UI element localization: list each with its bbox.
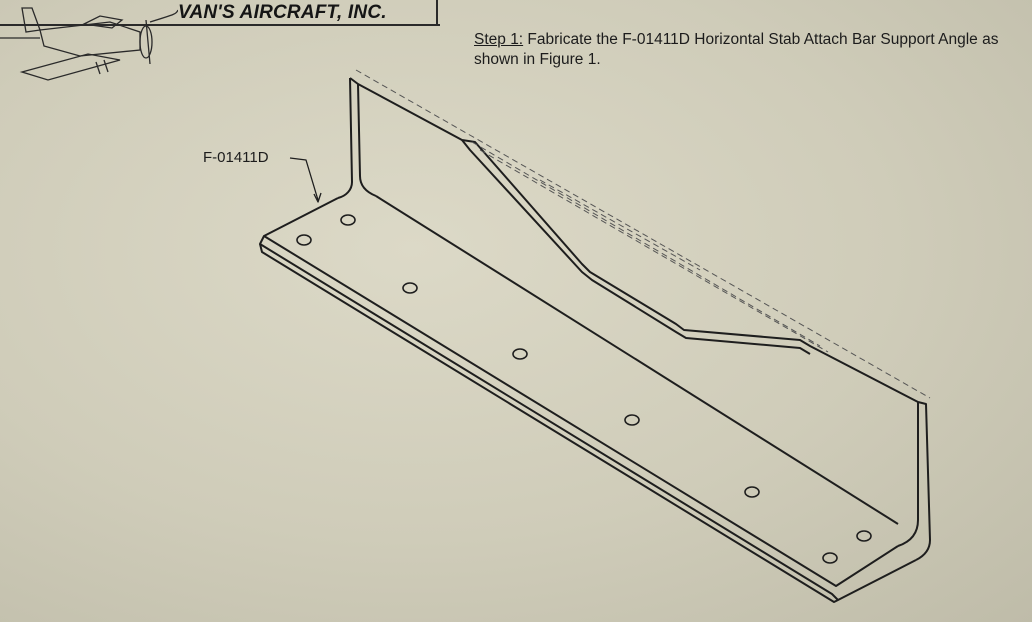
step-text: Fabricate the F-01411D Horizontal Stab A… <box>474 31 999 68</box>
airplane-logo-icon <box>0 7 178 81</box>
part-label: F-01411D <box>203 149 269 166</box>
header-rule <box>0 24 440 26</box>
step-instruction: Step 1: Fabricate the F-01411D Horizonta… <box>474 30 1019 70</box>
company-name: VAN'S AIRCRAFT, INC. <box>178 2 387 23</box>
header-box-edge <box>436 0 438 26</box>
holes <box>296 214 872 564</box>
step-number: Step 1: <box>474 31 524 48</box>
